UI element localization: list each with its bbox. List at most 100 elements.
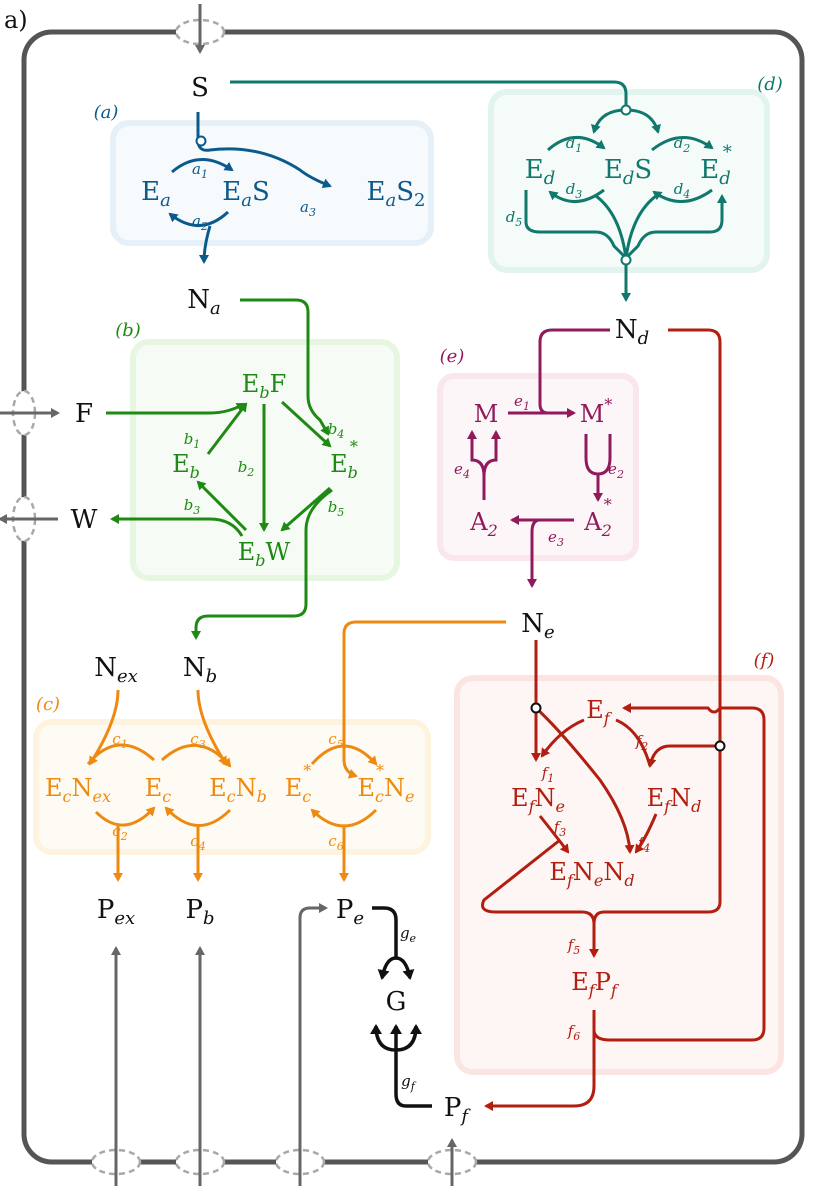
arrow-c5 xyxy=(310,744,378,766)
rate-c1: c1 xyxy=(112,730,127,751)
species-EfPf: EfPf xyxy=(571,968,620,1000)
arrow-d1 xyxy=(547,136,606,152)
species-EfNd: EfNd xyxy=(647,784,702,816)
arrow-f2-ef xyxy=(615,718,652,767)
arrow-gf xyxy=(370,1024,432,1108)
junction-d-top xyxy=(620,104,632,116)
rate-b4: b4 xyxy=(328,420,345,441)
arrow-s-to-d xyxy=(230,80,628,108)
junction-d-bottom xyxy=(620,254,632,266)
rate-d3: d3 xyxy=(566,180,583,201)
rate-d1: d1 xyxy=(566,134,583,155)
rate-c3: c3 xyxy=(190,730,205,751)
species-Eds: Ed* xyxy=(700,142,732,189)
species-EcNb: EcNb xyxy=(209,774,267,806)
rate-c4: c4 xyxy=(190,832,205,853)
module-c-box xyxy=(33,719,431,855)
rate-d5: d5 xyxy=(506,208,523,229)
rate-f6: f6 xyxy=(567,1022,581,1043)
arrow-d-right-loop xyxy=(624,194,727,260)
arrow-a2 xyxy=(168,210,230,227)
arrow-f6 xyxy=(484,1010,596,1111)
arrow-e4-b xyxy=(482,430,501,477)
arrow-ebw-to-w xyxy=(110,514,244,537)
arrow-b5 xyxy=(280,486,331,532)
rate-e1: e1 xyxy=(514,392,530,413)
species-Nex: Nex xyxy=(94,653,138,687)
arrow-a1 xyxy=(171,158,234,174)
module-e-box xyxy=(437,373,639,561)
arrow-na-to-ebs xyxy=(240,298,330,436)
module-a-box xyxy=(110,120,434,246)
rate-a1: a1 xyxy=(192,160,208,181)
rate-f2: f2 xyxy=(635,732,649,753)
pore-left-f xyxy=(0,389,60,437)
species-G: G xyxy=(386,987,407,1017)
species-EbF: EbF xyxy=(242,370,286,402)
rate-b3: b3 xyxy=(184,496,201,517)
species-Nb: Nb xyxy=(183,653,217,687)
species-Na: Na xyxy=(187,285,220,319)
arrow-f2 xyxy=(646,744,720,768)
junction-a xyxy=(195,135,207,147)
module-e-label: (e) xyxy=(440,346,465,367)
species-Nd: Nd xyxy=(615,315,649,349)
rate-f5: f5 xyxy=(567,936,581,957)
species-EfNeNd: EfNeNd xyxy=(549,858,634,890)
species-EbW: EbW xyxy=(238,538,291,570)
arrow-ge-b xyxy=(395,956,415,980)
species-EaS2: EaS2 xyxy=(367,177,426,211)
species-Ef: Ef xyxy=(586,696,613,728)
arrow-nd-to-f xyxy=(668,328,722,746)
species-EcNex: EcNex xyxy=(45,774,111,806)
species-Ms: M* xyxy=(580,395,613,428)
rate-ge: ge xyxy=(400,924,417,945)
rate-b1: b1 xyxy=(184,430,201,451)
arrow-f4 xyxy=(634,813,658,854)
species-Ea: Ea xyxy=(141,177,171,211)
pore-left-w xyxy=(0,495,58,543)
species-Pe: Pe xyxy=(336,895,364,929)
arrow-e2 xyxy=(584,434,603,502)
arrow-d2 xyxy=(651,136,714,152)
rate-c2: c2 xyxy=(112,822,127,843)
rate-a3: a3 xyxy=(300,198,316,219)
pore-top xyxy=(174,4,226,54)
rate-a2: a2 xyxy=(192,212,208,233)
rate-e4: e4 xyxy=(454,460,470,481)
species-Ecs: Ec* xyxy=(285,761,312,806)
arrow-f6-recycle xyxy=(592,703,766,1042)
species-A2: A2 xyxy=(469,508,498,540)
species-EdS: EdS xyxy=(604,155,652,189)
arrow-s-into-a xyxy=(196,112,332,189)
arrow-gf-b xyxy=(395,1024,422,1052)
module-c-label: (c) xyxy=(36,694,60,715)
junction-f-ne xyxy=(530,702,542,714)
species-Pf: Pf xyxy=(444,1093,472,1127)
arrow-d5 xyxy=(524,190,628,260)
arrow-d4 xyxy=(652,188,713,203)
junction-f-nd xyxy=(714,740,726,752)
arrow-b3 xyxy=(196,480,248,532)
figure-label: a) xyxy=(4,6,28,34)
pore-bottom-4 xyxy=(426,1138,478,1186)
arrow-f3 xyxy=(538,815,570,854)
species-W: W xyxy=(71,505,98,535)
species-F: F xyxy=(75,399,93,429)
module-f-box xyxy=(454,675,784,1075)
species-EcsNe: Ec*Ne xyxy=(358,761,415,806)
module-d-label: (d) xyxy=(757,74,783,95)
module-d-box xyxy=(488,89,770,273)
rate-e2: e2 xyxy=(608,460,624,481)
rate-f3: f3 xyxy=(553,818,567,839)
species-M: M xyxy=(474,400,499,428)
cell-membrane xyxy=(21,29,805,1165)
arrow-nd-into-f5 xyxy=(592,746,722,925)
arrow-e3-down xyxy=(527,518,541,588)
rate-gf: gf xyxy=(401,1072,417,1093)
rate-c6: c6 xyxy=(328,832,343,853)
species-Ed: Ed xyxy=(525,155,556,189)
rate-b2: b2 xyxy=(238,458,255,479)
